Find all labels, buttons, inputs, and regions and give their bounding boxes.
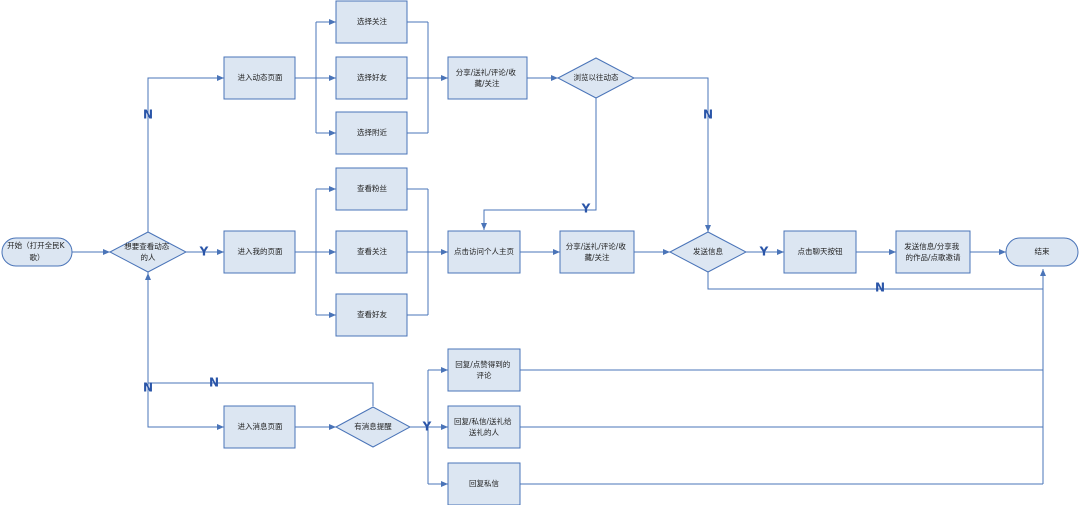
share-mid-node	[559, 230, 635, 274]
reply-dm-node	[447, 405, 521, 449]
reply-like-node	[447, 348, 521, 392]
decision-browse	[556, 57, 636, 99]
edge-label-no-loop: N	[209, 376, 219, 390]
enter-message-label: 进入消息页面	[238, 421, 283, 431]
send-share-node	[895, 230, 971, 274]
start-node	[1, 237, 73, 267]
start-node-label: 开始（打开全民K 歌）	[7, 240, 67, 262]
select-nearby-node	[335, 111, 408, 155]
visit-homepage-label: 点击访问个人主页	[454, 246, 514, 256]
decision-send-message-label: 发送信息	[693, 246, 723, 256]
edge-label-yes-reply: Y	[422, 420, 432, 434]
share-top-node	[447, 56, 528, 100]
edge-label-no-message: N	[143, 381, 153, 395]
select-friends-label: 选择好友	[357, 72, 387, 82]
view-friends-label: 查看好友	[357, 309, 387, 319]
share-mid-label: 分享/送礼/评论/收 藏/关注	[566, 241, 628, 262]
decision-browse-label: 浏览以往动态	[574, 72, 619, 82]
decision-has-message-label: 有消息提醒	[354, 421, 392, 431]
edge-labels: N Y N N Y Y N Y N	[143, 108, 885, 434]
enter-mine-node	[223, 230, 296, 274]
select-follow-label: 选择关注	[357, 16, 387, 26]
connectors	[72, 19, 1046, 487]
send-share-label: 发送信息/分享我 的作品/点歌邀请	[904, 241, 961, 262]
edge-label-no-browse: N	[703, 108, 713, 122]
reply-private-node	[447, 462, 521, 505]
chat-button-label: 点击聊天按钮	[798, 246, 843, 256]
enter-dynamic-node	[223, 56, 296, 100]
end-node-label: 结束	[1035, 246, 1051, 256]
view-follow-node	[335, 230, 408, 274]
view-fans-node	[335, 167, 408, 211]
decision-has-message	[334, 406, 412, 448]
edge-label-yes-chat: Y	[759, 245, 769, 259]
enter-mine-label: 进入我的页面	[238, 246, 283, 256]
select-friends-node	[335, 56, 408, 100]
reply-like-label: 回复/点赞得到的 评论	[455, 359, 512, 380]
end-node	[1005, 237, 1079, 267]
decision-want-dynamic-label: 想要查看动态 的人	[124, 241, 171, 262]
share-top-label: 分享/送礼/评论/收 藏/关注	[456, 67, 518, 88]
enter-message-node	[223, 405, 296, 449]
select-nearby-label: 选择附近	[357, 127, 387, 137]
reply-private-label: 回复私信	[469, 478, 499, 488]
view-fans-label: 查看粉丝	[357, 183, 387, 193]
decision-want-dynamic	[108, 231, 188, 273]
enter-dynamic-label: 进入动态页面	[238, 72, 283, 82]
chat-button-node	[783, 230, 857, 274]
visit-homepage-node	[447, 230, 521, 274]
edge-label-yes-mine: Y	[199, 245, 209, 259]
edge-label-no-dynamic: N	[143, 108, 153, 122]
edge-label-yes-visit: Y	[581, 202, 591, 216]
reply-dm-label: 回复/私信/送礼给 送礼的人	[454, 416, 514, 437]
select-follow-node	[335, 0, 408, 44]
view-friends-node	[335, 293, 408, 337]
decision-send-message	[668, 231, 748, 273]
edge-label-no-end: N	[875, 281, 885, 295]
view-follow-label: 查看关注	[357, 246, 387, 256]
